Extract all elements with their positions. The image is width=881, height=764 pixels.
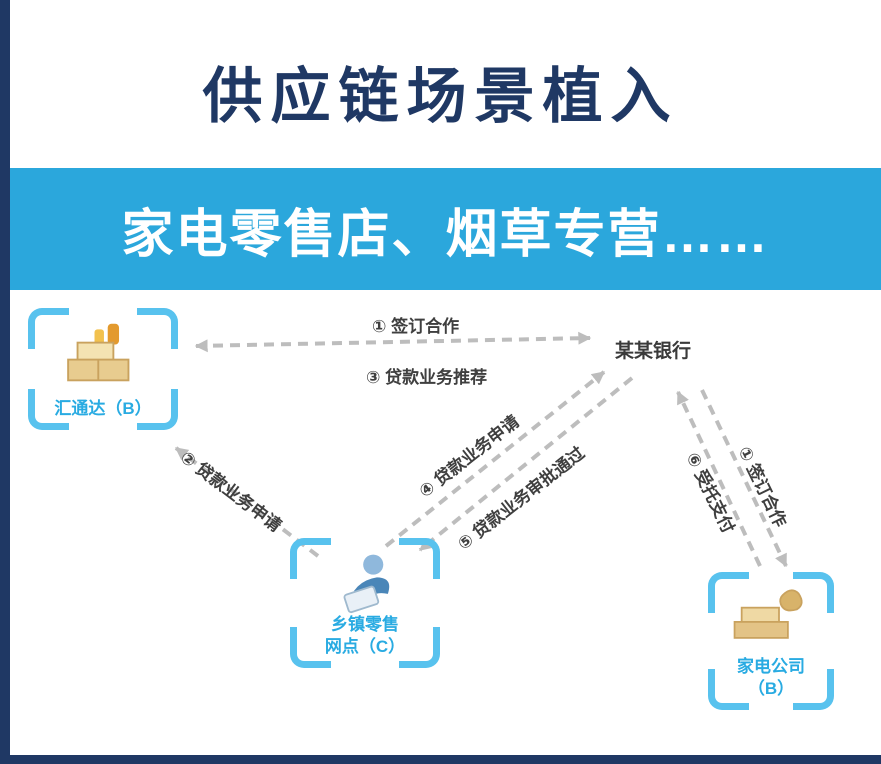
node-retail-label-line2: 网点（C）: [324, 636, 406, 656]
edge-label-sign-coop: ① 签订合作: [372, 317, 460, 336]
appliance-goods-icon: [733, 589, 803, 639]
node-appliance-label-line1: 家电公司: [737, 656, 805, 676]
corner-bracket-icon: [793, 669, 834, 710]
node-retail-label: 乡镇零售 网点（C）: [290, 614, 440, 658]
node-retail: 乡镇零售 网点（C）: [290, 538, 440, 668]
edge-sign-coop-arrow: [194, 331, 592, 353]
corner-bracket-icon: [708, 669, 749, 710]
node-appliance-label-line2: （B）: [747, 678, 795, 698]
edge-label-loan-apply-htd: ② 贷款业务申请: [176, 447, 285, 536]
corner-bracket-icon: [28, 308, 69, 349]
edge-label-entrusted-payment: ⑥ 受托支付: [682, 449, 738, 537]
node-huitongda-label: 汇通达（B）: [54, 398, 152, 418]
subtitle-text: 家电零售店、烟草专营……: [121, 205, 770, 264]
edge-label-sign-coop-right: ① 签订合作: [734, 443, 790, 531]
node-huitongda: 汇通达（B）: [28, 308, 178, 430]
page-title: 供应链场景植入: [202, 63, 679, 130]
edge-label-loan-recommend: ③ 贷款业务推荐: [366, 368, 488, 387]
corner-bracket-icon: [399, 627, 440, 668]
subtitle-banner: 家电零售店、烟草专营……: [10, 168, 881, 290]
corner-bracket-icon: [399, 538, 440, 579]
goods-boxes-icon: [67, 323, 130, 382]
corner-bracket-icon: [137, 308, 178, 349]
edge-label-loan-apply-bank: ④ 贷款业务申请: [415, 411, 523, 502]
corner-bracket-icon: [708, 572, 749, 613]
corner-bracket-icon: [290, 538, 331, 579]
corner-bracket-icon: [290, 627, 331, 668]
bottom-accent-bar: [0, 755, 881, 764]
left-accent-bar: [0, 0, 10, 764]
node-retail-label-line1: 乡镇零售: [331, 614, 399, 634]
node-appliance: 家电公司 （B）: [708, 572, 834, 710]
corner-bracket-icon: [137, 389, 178, 430]
corner-bracket-icon: [28, 389, 69, 430]
node-appliance-label: 家电公司 （B）: [708, 656, 834, 700]
retail-person-laptop-icon: [343, 554, 390, 614]
node-bank-label: 某某银行: [615, 341, 692, 362]
corner-bracket-icon: [793, 572, 834, 613]
